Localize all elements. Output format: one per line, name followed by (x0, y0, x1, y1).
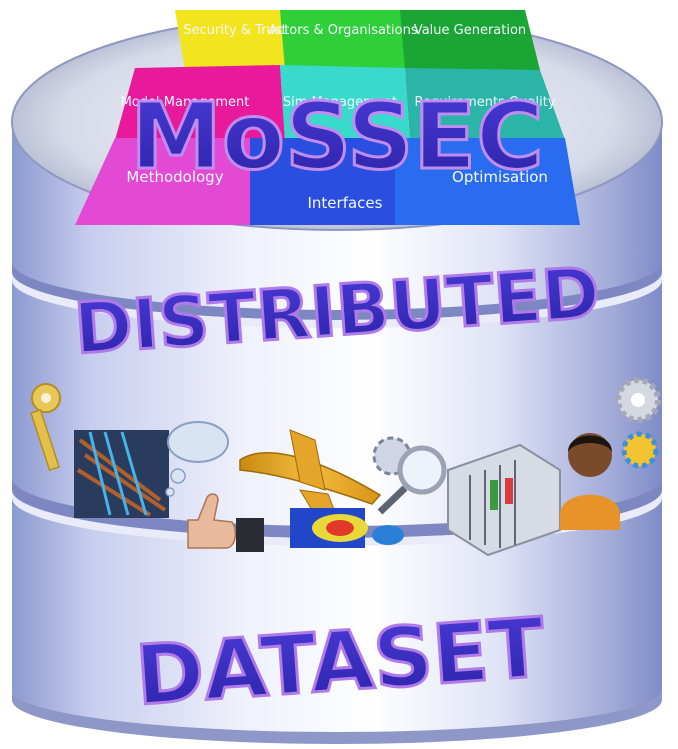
puzzle-label-sim: Sim Management (283, 95, 397, 110)
gear-magnifier-icon (372, 436, 447, 515)
puzzle-piece-sim (280, 65, 410, 140)
puzzle-label-requirements: Requirements Quality (415, 95, 556, 110)
thought-cloud-icon (165, 421, 229, 497)
icons-band (30, 377, 661, 557)
puzzle-piece-methodology (75, 138, 270, 225)
puzzle-piece-requirements (405, 68, 565, 140)
cylinder-body (12, 125, 662, 744)
puzzle-piece-interfaces (250, 138, 410, 225)
puzzle-piece-optimisation (395, 138, 580, 225)
puzzle-piece-actors (280, 10, 405, 70)
puzzle: Security & Trust Actors & Organisations … (75, 10, 580, 225)
person-icon (560, 433, 620, 530)
cables-icon (74, 430, 169, 518)
simulation-icon (290, 508, 404, 548)
mossec-title: MoSSEC (130, 83, 544, 190)
puzzle-label-optimisation: Optimisation (452, 168, 548, 186)
puzzle-piece-value (400, 10, 540, 70)
key-icon (30, 383, 61, 472)
puzzle-label-actors: Actors & Organisations (268, 23, 417, 38)
puzzle-label-value: Value Generation (414, 23, 526, 38)
puzzle-label-security: Security & Trust (183, 23, 286, 38)
gears-icon (615, 377, 661, 469)
puzzle-piece-security (175, 10, 285, 70)
puzzle-label-model: Model Management (121, 95, 250, 110)
puzzle-label-interfaces: Interfaces (308, 194, 383, 212)
thumbs-up-icon (187, 493, 264, 552)
puzzle-piece-model (115, 65, 285, 140)
puzzle-label-methodology: Methodology (126, 168, 223, 186)
